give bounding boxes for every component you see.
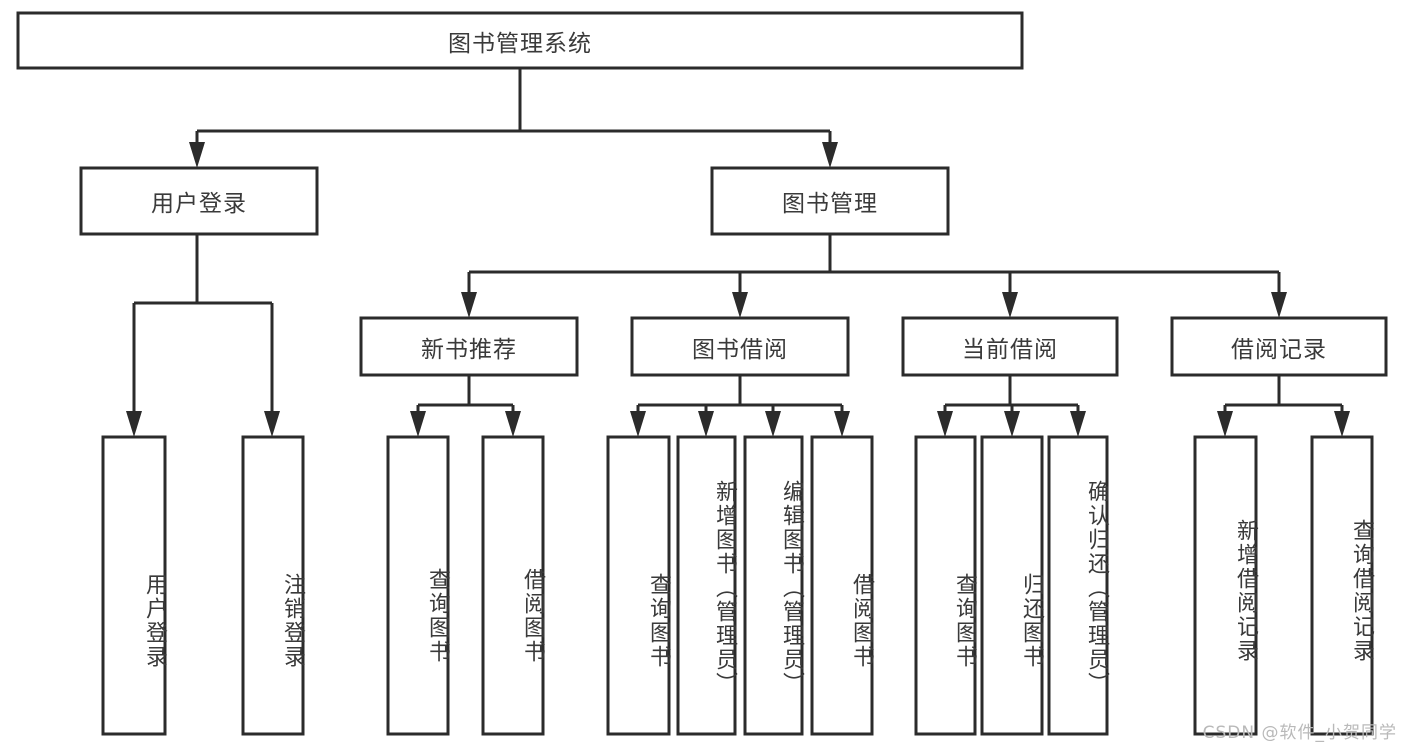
arrow-to-current-borrow — [1002, 292, 1018, 318]
node-user-login[interactable] — [79, 166, 319, 236]
node-book-borrow[interactable] — [630, 316, 850, 377]
leaf-return-book[interactable] — [980, 435, 1044, 736]
arrow-to-leaf-confirm-return — [1070, 411, 1086, 437]
leaf-edit-book-admin[interactable] — [743, 435, 804, 736]
node-user-login-label: 用户登录 — [151, 191, 247, 217]
node-borrow-record-label: 借阅记录 — [1231, 336, 1327, 363]
arrow-to-leaf-return-book — [1004, 411, 1020, 437]
arrow-to-leaf-query-book-3 — [937, 411, 953, 437]
arrow-to-leaf-add-record — [1217, 411, 1233, 437]
node-boxes — [16, 11, 1388, 736]
node-root[interactable] — [16, 11, 1024, 70]
node-current-borrow[interactable] — [901, 316, 1119, 377]
arrow-to-borrow-record — [1271, 292, 1287, 318]
leaf-query-book-current[interactable] — [914, 435, 977, 736]
arrow-to-leaf-query-book-2 — [630, 411, 646, 437]
arrow-to-user-login — [189, 142, 205, 168]
arrow-to-new-book-recommend — [461, 292, 477, 318]
arrow-to-leaf-user-login — [126, 411, 142, 437]
node-borrow-record[interactable] — [1170, 316, 1388, 377]
leaf-add-borrow-record[interactable] — [1193, 435, 1258, 736]
leaf-confirm-return-admin[interactable] — [1047, 435, 1109, 736]
leaf-user-login[interactable] — [101, 435, 167, 736]
arrow-to-book-management — [822, 142, 838, 168]
node-root-label: 图书管理系统 — [448, 30, 592, 57]
node-current-borrow-label: 当前借阅 — [962, 336, 1058, 363]
node-book-borrow-label: 图书借阅 — [692, 336, 788, 363]
leaf-query-book-borrow[interactable] — [606, 435, 671, 736]
arrow-to-leaf-query-record — [1334, 411, 1350, 437]
leaf-borrow-book[interactable] — [810, 435, 874, 736]
leaf-query-borrow-record[interactable] — [1310, 435, 1374, 736]
watermark: CSDN @软件_小贺同学 — [1202, 723, 1397, 743]
arrow-to-book-borrow — [732, 292, 748, 318]
arrow-to-leaf-query-book-1 — [410, 411, 426, 437]
leaf-logout[interactable] — [241, 435, 305, 736]
arrow-to-leaf-logout — [264, 411, 280, 437]
node-book-management-label: 图书管理 — [782, 191, 878, 217]
arrow-to-leaf-add-book — [698, 411, 714, 437]
node-book-management[interactable] — [710, 166, 950, 236]
connectors — [126, 68, 1350, 437]
arrow-to-leaf-borrow-book-2 — [834, 411, 850, 437]
leaf-query-book-recommend[interactable] — [386, 435, 450, 736]
leaf-borrow-book-recommend[interactable] — [481, 435, 545, 736]
leaf-add-book-admin[interactable] — [676, 435, 737, 736]
node-new-book-recommend[interactable] — [359, 316, 579, 377]
arrow-to-leaf-edit-book — [765, 411, 781, 437]
node-new-book-recommend-label: 新书推荐 — [421, 336, 517, 363]
arrow-to-leaf-borrow-book-1 — [505, 411, 521, 437]
